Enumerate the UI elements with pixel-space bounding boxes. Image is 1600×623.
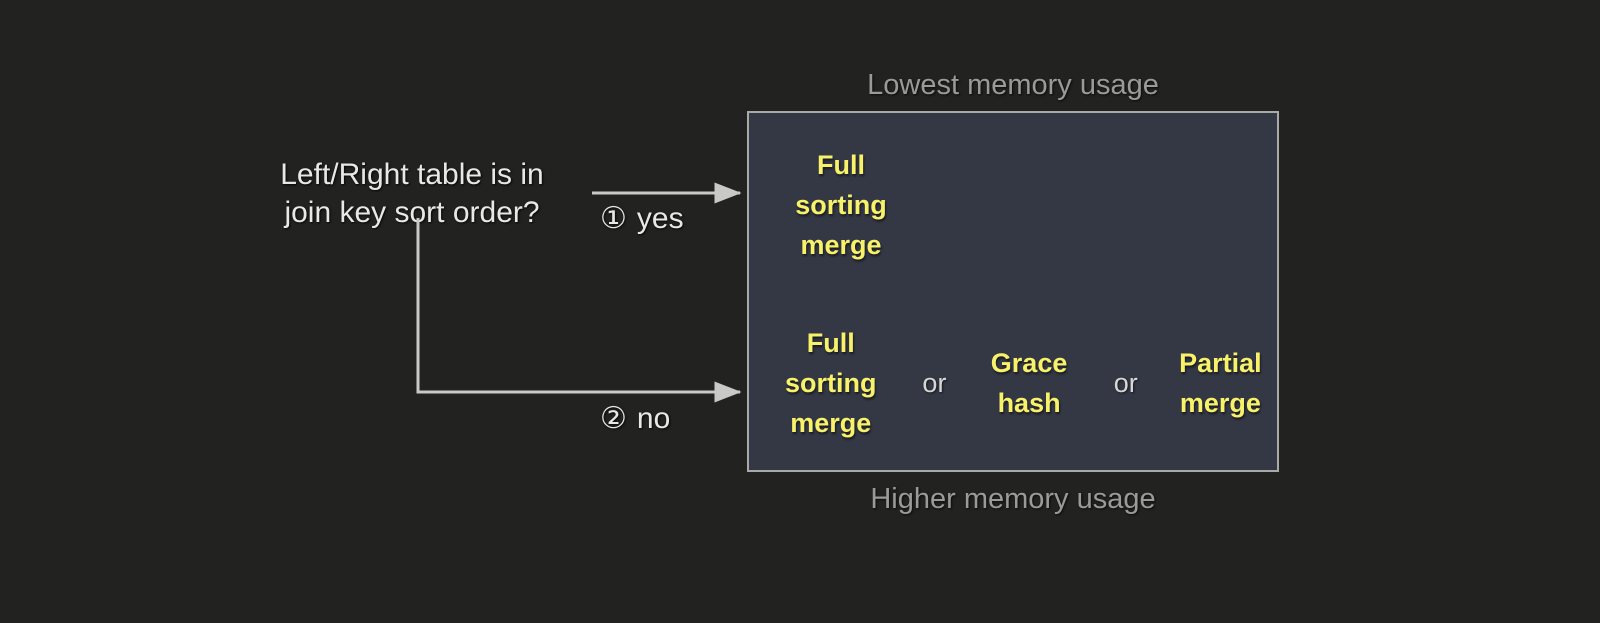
question-line-1: Left/Right table is in [280, 158, 544, 191]
branch-marker-2: ② [600, 402, 627, 435]
option-separator-2: or [1113, 368, 1138, 398]
outcome-row-unsorted: Full sorting merge or Grace hash or Part… [749, 313, 1277, 453]
option-separator-1: or [922, 368, 947, 398]
outcome-row-sorted: Full sorting merge [749, 135, 1277, 275]
option-line-1: Full [817, 150, 865, 180]
option-line-1: Grace [990, 348, 1068, 378]
outcomes-panel: Full sorting merge Full sorting merge or… [747, 111, 1279, 472]
branch-text-1: yes [636, 202, 684, 235]
option-line-2: hash [997, 388, 1061, 418]
branch-label-no: ② no [600, 402, 670, 436]
option-line-1: Full [806, 328, 855, 358]
option-line-2: sorting [784, 368, 877, 398]
decision-question: Left/Right table is in join key sort ord… [232, 156, 592, 232]
branch-marker-1: ① [600, 202, 627, 235]
arrow-branch-no [416, 218, 742, 403]
branch-label-yes: ① yes [600, 202, 684, 236]
option-partial-merge: Partial merge [1164, 343, 1277, 423]
option-line-3: merge [790, 408, 872, 438]
question-line-2: join key sort order? [284, 196, 540, 229]
option-line-1: Partial [1179, 348, 1262, 378]
caption-lowest-memory: Lowest memory usage [867, 69, 1159, 101]
option-full-sorting-merge-sorted: Full sorting merge [761, 145, 921, 265]
caption-higher-memory: Higher memory usage [870, 483, 1156, 515]
option-line-2: sorting [795, 190, 887, 220]
branch-text-2: no [636, 402, 671, 435]
option-line-3: merge [800, 230, 882, 260]
option-line-2: merge [1179, 388, 1261, 418]
option-full-sorting-merge-unsorted: Full sorting merge [761, 323, 900, 443]
option-grace-hash: Grace hash [972, 343, 1085, 423]
